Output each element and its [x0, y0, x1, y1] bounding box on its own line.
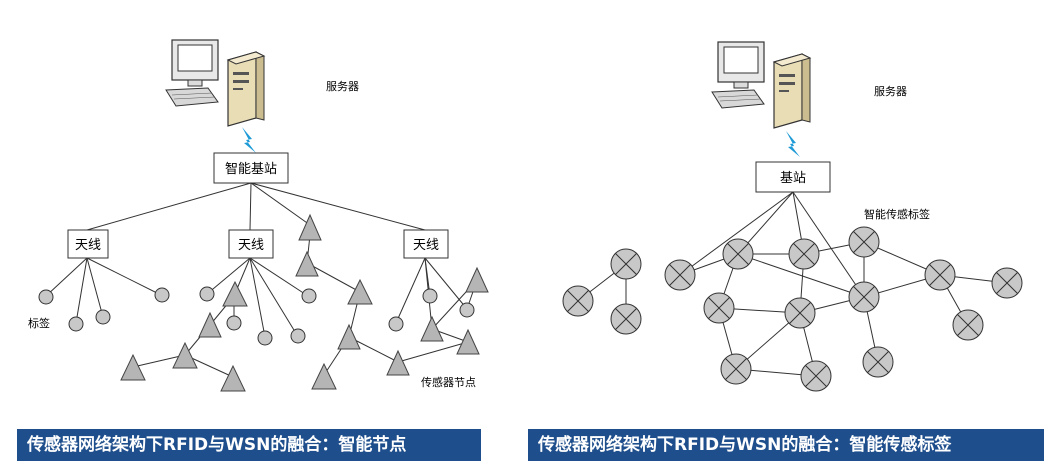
smart-tag-node: [664, 259, 696, 291]
right-caption: 传感器网络架构下RFID与WSN的融合：智能传感标签: [528, 429, 1044, 461]
tag-circle: [154, 287, 170, 303]
left-sensor-nodes: [120, 213, 489, 392]
smart-tag-node: [800, 360, 832, 392]
tag-circle: [388, 316, 404, 332]
sensor-triangle: [298, 213, 322, 241]
sensor-triangle: [456, 328, 480, 355]
right-wireless-icon: [786, 131, 800, 157]
left-antenna-label-1: 天线: [75, 238, 101, 253]
smart-tag-node: [720, 353, 752, 385]
tag-circle: [68, 316, 84, 332]
right-diagram: 服务器 基站 智能传感标签: [562, 41, 1023, 392]
right-smart-tag-label: 智能传感标签: [864, 207, 930, 221]
smart-tag-node: [848, 281, 880, 313]
sensor-triangle: [120, 353, 146, 381]
tag-circle: [38, 289, 54, 305]
sensor-triangle: [311, 362, 337, 390]
sensor-triangle: [295, 250, 319, 277]
left-tags: [38, 286, 475, 346]
sensor-triangle: [386, 349, 410, 376]
smart-tag-node: [848, 226, 880, 258]
sensor-triangle: [172, 341, 198, 369]
smart-tag-node: [991, 267, 1023, 299]
right-server-label: 服务器: [874, 85, 907, 98]
left-server-icon: [165, 39, 265, 127]
left-antenna-box-3: [403, 229, 449, 259]
smart-tag-node: [788, 238, 820, 270]
smart-tag-node: [562, 285, 594, 317]
right-base-station-label: 基站: [780, 171, 806, 186]
sensor-triangle: [337, 323, 361, 350]
tag-circle: [290, 328, 306, 344]
smart-tag-node: [722, 238, 754, 270]
tag-circle: [257, 330, 273, 346]
left-base-station-label: 智能基站: [225, 162, 277, 177]
tag-circle: [226, 315, 242, 331]
smart-tag-node: [784, 297, 816, 329]
smart-tag-node: [924, 259, 956, 291]
tag-circle: [301, 288, 317, 304]
sensor-triangle: [420, 315, 444, 342]
left-base-station-box: [213, 152, 289, 184]
sensor-triangle: [347, 278, 373, 305]
left-wireless-icon: [242, 127, 256, 153]
smart-tag-node: [952, 309, 984, 341]
smart-tag-node: [610, 303, 642, 335]
right-server-icon: [711, 41, 811, 129]
smart-tag-node: [703, 292, 735, 324]
left-tag-label: 标签: [28, 316, 50, 330]
left-antenna-box-2: [228, 229, 274, 259]
tag-circle: [199, 286, 215, 302]
right-base-station-box: [755, 161, 831, 193]
left-caption: 传感器网络架构下RFID与WSN的融合：智能节点: [17, 429, 481, 461]
tag-circle: [459, 302, 475, 318]
left-antenna-label-2: 天线: [238, 238, 264, 253]
tag-circle: [95, 309, 111, 325]
tag-circle: [422, 288, 438, 304]
left-antenna-box-1: [67, 229, 109, 259]
sensor-triangle: [220, 364, 246, 392]
sensor-triangle: [465, 266, 489, 293]
left-sensor-label: 传感器节点: [421, 376, 476, 389]
left-server-label: 服务器: [326, 80, 359, 93]
sensor-triangle: [222, 280, 248, 307]
left-diagram: 服务器 智能基站: [28, 39, 489, 392]
left-antenna-label-3: 天线: [413, 238, 439, 253]
smart-tag-node: [862, 346, 894, 378]
left-links: [45, 182, 478, 378]
smart-tag-node: [610, 248, 642, 280]
sensor-triangle: [198, 311, 222, 338]
right-smart-tags: [562, 226, 1023, 392]
